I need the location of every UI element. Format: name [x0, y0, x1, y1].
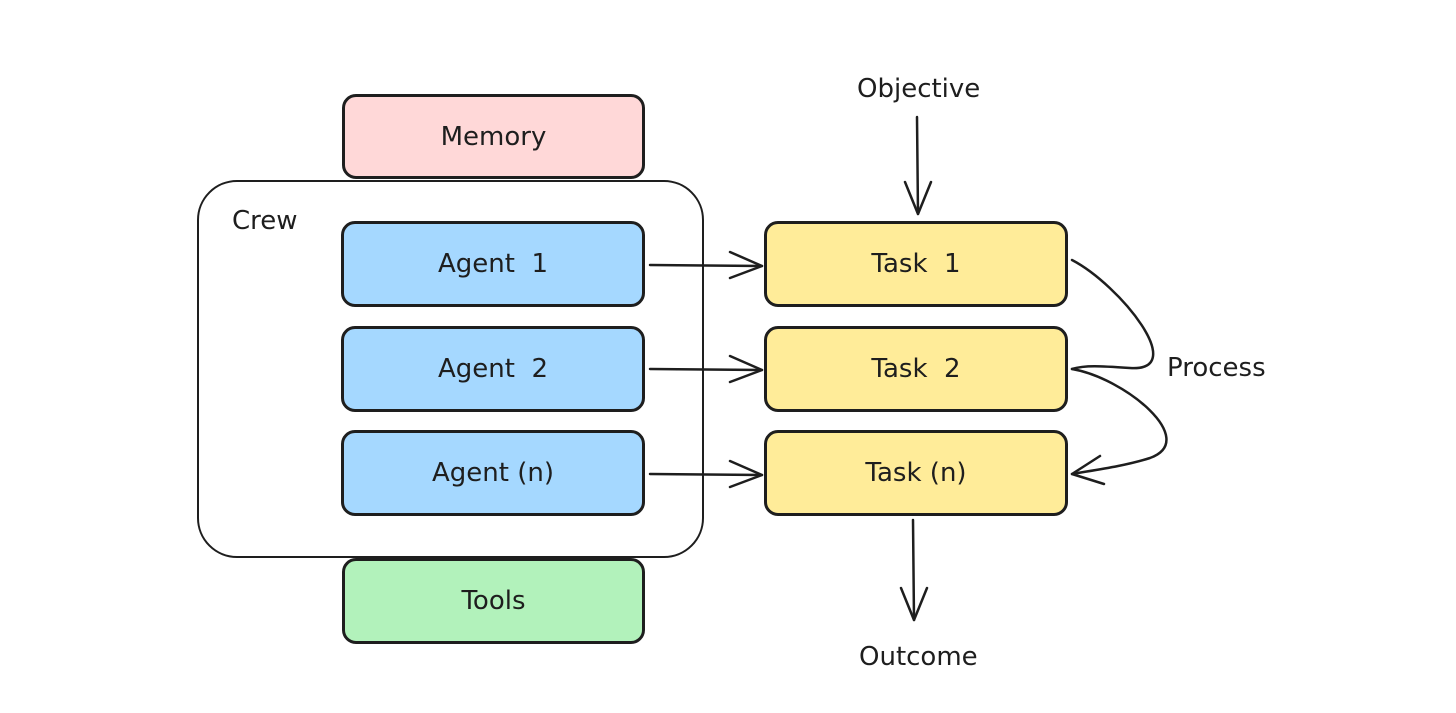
agent-1-box: Agent 1 — [341, 221, 645, 307]
task-1-box: Task 1 — [764, 221, 1068, 307]
task-2-label: Task 2 — [871, 354, 961, 384]
arrow-task-n-to-outcome — [899, 518, 929, 622]
arrow-objective-to-task-1 — [903, 115, 933, 216]
task-2-box: Task 2 — [764, 326, 1068, 412]
agent-2-box: Agent 2 — [341, 326, 645, 412]
outcome-label: Outcome — [859, 642, 978, 672]
arrow-agent-1-to-task-1 — [648, 250, 764, 280]
memory-box: Memory — [342, 94, 645, 179]
agent-n-box: Agent (n) — [341, 430, 645, 516]
task-n-box: Task (n) — [764, 430, 1068, 516]
crew-label: Crew — [232, 206, 298, 236]
process-arrow — [1070, 258, 1168, 486]
agent-n-label: Agent (n) — [432, 458, 554, 488]
process-label: Process — [1167, 353, 1266, 383]
arrow-agent-2-to-task-2 — [648, 354, 764, 384]
agent-2-label: Agent 2 — [437, 354, 549, 384]
memory-label: Memory — [440, 121, 547, 152]
tools-label: Tools — [461, 586, 526, 616]
tools-box: Tools — [342, 558, 645, 644]
objective-label: Objective — [857, 74, 981, 104]
task-1-label: Task 1 — [871, 249, 961, 279]
agent-1-label: Agent 1 — [437, 249, 549, 279]
arrow-agent-n-to-task-n — [648, 459, 764, 489]
task-n-label: Task (n) — [865, 458, 967, 488]
